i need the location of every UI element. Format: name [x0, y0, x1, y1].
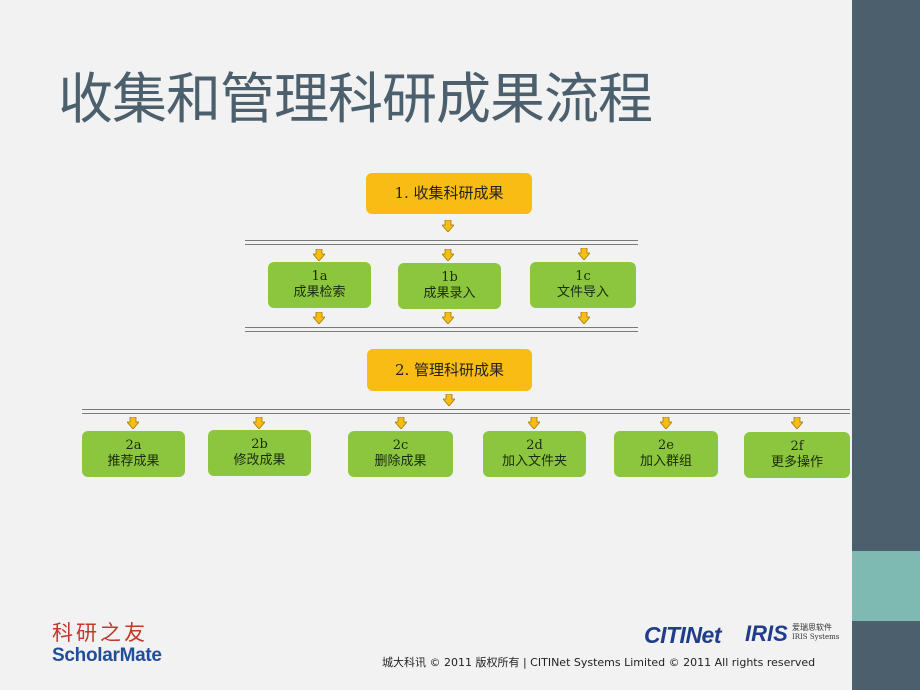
rule-step1-bottom-a — [245, 327, 638, 328]
arrow-down-icon — [442, 220, 454, 232]
arrow-down-icon — [253, 417, 265, 429]
arrow-down-icon — [578, 312, 590, 324]
substep-2f-box: 2f 更多操作 — [744, 432, 850, 478]
substep-label: 删除成果 — [374, 454, 427, 469]
substep-label: 推荐成果 — [107, 454, 160, 469]
step1-box: 1. 收集科研成果 — [366, 173, 532, 214]
arrow-down-icon — [313, 312, 325, 324]
arrow-down-icon — [395, 417, 407, 429]
substep-code: 2a — [125, 437, 142, 453]
substep-2c-box: 2c 删除成果 — [348, 431, 453, 477]
substep-code: 1a — [311, 268, 328, 284]
arrow-down-icon — [127, 417, 139, 429]
iris-logo-en: IRIS Systems — [792, 633, 840, 641]
arrow-down-icon — [443, 394, 455, 406]
arrow-down-icon — [528, 417, 540, 429]
substep-label: 文件导入 — [556, 285, 609, 300]
rule-step1-bottom-b — [245, 331, 638, 332]
substep-code: 1b — [441, 269, 458, 285]
arrow-down-icon — [660, 417, 672, 429]
substep-2e-box: 2e 加入群组 — [614, 431, 718, 477]
rule-step1-top-b — [245, 244, 638, 245]
substep-1c-box: 1c 文件导入 — [530, 262, 636, 308]
scholarmate-logo-en: ScholarMate — [52, 645, 162, 666]
substep-label: 成果录入 — [423, 286, 476, 301]
substep-label: 加入群组 — [639, 454, 692, 469]
iris-logo-mark: IRIS — [745, 621, 788, 646]
sidebar-band-top — [852, 0, 920, 551]
substep-code: 1c — [575, 268, 591, 284]
substep-label: 修改成果 — [233, 453, 286, 468]
substep-1a-box: 1a 成果检索 — [268, 262, 371, 308]
substep-code: 2c — [392, 437, 409, 453]
footer-copyright: 城大科讯 © 2011 版权所有 | CITINet Systems Limit… — [382, 656, 816, 669]
substep-code: 2d — [526, 437, 543, 453]
step2-label: 2. 管理科研成果 — [394, 360, 505, 379]
arrow-down-icon — [313, 249, 325, 261]
step2-box: 2. 管理科研成果 — [367, 349, 532, 391]
substep-label: 成果检索 — [293, 285, 346, 300]
rule-step2-a — [82, 409, 850, 410]
arrow-down-icon — [442, 312, 454, 324]
slide-title: 收集和管理科研成果流程 — [58, 67, 653, 131]
scholarmate-logo: 科研之友 ScholarMate — [52, 617, 184, 669]
substep-1b-box: 1b 成果录入 — [398, 263, 501, 309]
substep-code: 2e — [658, 437, 674, 453]
step1-label: 1. 收集科研成果 — [394, 184, 504, 203]
scholarmate-logo-cn: 科研之友 — [52, 621, 148, 645]
arrow-down-icon — [442, 249, 454, 261]
sidebar-band-bottom — [852, 621, 920, 690]
substep-label: 加入文件夹 — [501, 454, 567, 469]
sidebar-band-accent — [852, 551, 920, 621]
iris-logo: IRIS 爱瑞思软件 IRIS Systems — [745, 621, 841, 647]
rule-step2-b — [82, 413, 850, 414]
substep-label: 更多操作 — [770, 455, 823, 470]
substep-2a-box: 2a 推荐成果 — [82, 431, 185, 477]
substep-code: 2f — [790, 438, 804, 454]
arrow-down-icon — [791, 417, 803, 429]
citinet-logo: CITINet — [644, 622, 722, 648]
arrow-down-icon — [578, 248, 590, 260]
iris-logo-cn: 爱瑞思软件 — [792, 623, 832, 632]
substep-2b-box: 2b 修改成果 — [208, 430, 311, 476]
rule-step1-top-a — [245, 240, 638, 241]
substep-code: 2b — [251, 436, 268, 452]
substep-2d-box: 2d 加入文件夹 — [483, 431, 586, 477]
